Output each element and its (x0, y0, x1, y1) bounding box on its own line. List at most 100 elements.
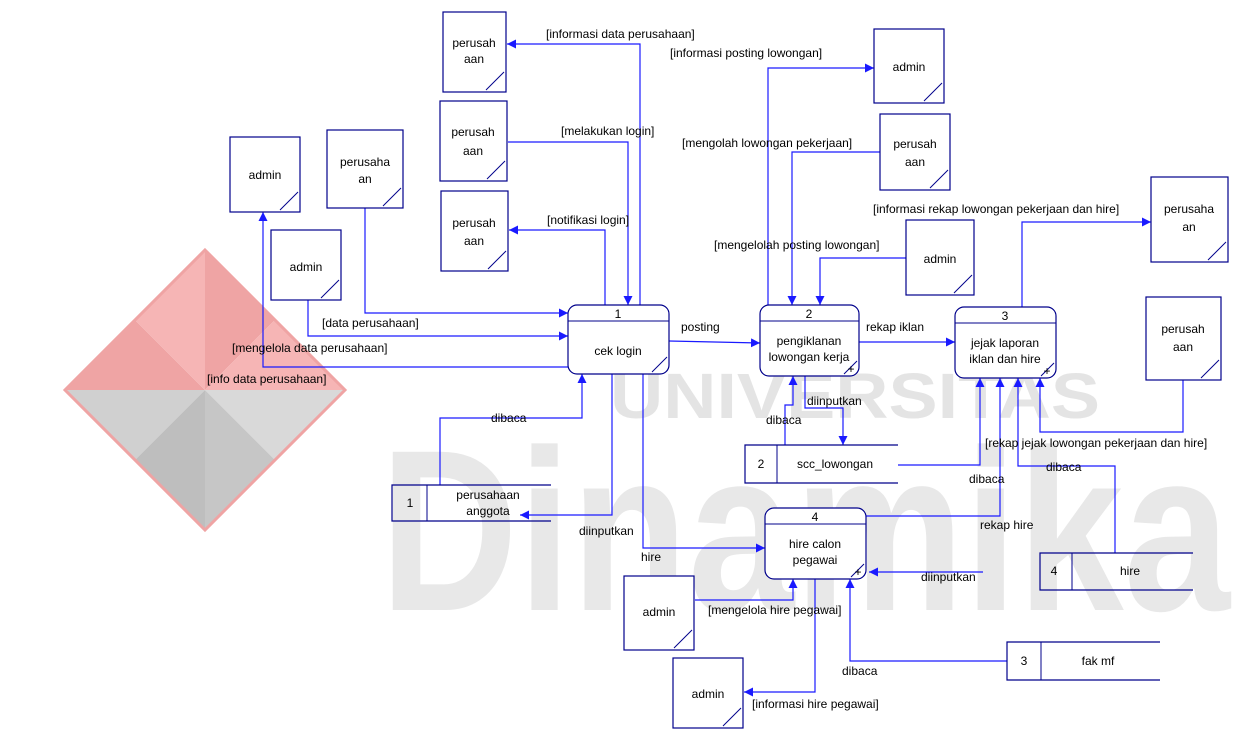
flow-mengolah-lowongan-pekerjaan (787, 151, 880, 305)
process-label: pegawai (793, 553, 838, 567)
flow-dibaca-d1 (439, 374, 587, 485)
data-stores: 1 perusahaan anggota 2 scc_lowongan 4 hi… (391, 444, 1193, 681)
entity-label: perusah (452, 216, 495, 230)
plus-icon: + (854, 565, 861, 579)
datastore-hire: 4 hire (1039, 552, 1193, 591)
flow-lines (258, 39, 1184, 697)
flow-label: [notifikasi login] (547, 213, 629, 227)
flow-diinputkan-d1 (520, 374, 613, 520)
entity-label: admin (249, 168, 282, 182)
flow-label: [informasi hire pegawai] (752, 697, 879, 711)
datastore-number: 1 (407, 496, 414, 510)
plus-icon: + (1043, 364, 1050, 378)
flow-info-data-perusahaan (258, 212, 568, 368)
flow-label: dibaca (1046, 460, 1082, 474)
datastore-label: perusahaan (456, 488, 519, 502)
flow-data-perusahaan (364, 208, 568, 318)
entity-label: perusaha (1164, 202, 1214, 216)
flow-informasi-posting-lowongan (767, 63, 874, 305)
entity-label: aan (905, 155, 925, 169)
process-cek-login: 1 cek login (567, 304, 670, 375)
flow-label: dibaca (969, 472, 1005, 486)
entity-admin: admin (905, 219, 975, 296)
entity-label: aan (464, 52, 484, 66)
datastore-label: scc_lowongan (797, 457, 873, 471)
entity-perusahaan: perusaha an (1150, 176, 1229, 263)
entity-label: admin (692, 687, 725, 701)
processes: 1 cek login 2 pengiklanan lowongan kerja… (567, 304, 1057, 580)
process-number: 1 (615, 307, 622, 321)
plus-icon: + (847, 362, 854, 376)
flow-rekap-hire (866, 378, 1005, 517)
flow-hire (642, 374, 765, 553)
entity-label: perusaha (340, 155, 390, 169)
flow-dibaca-scc (898, 378, 985, 466)
entity-label: perusah (893, 137, 936, 151)
flow-label: [melakukan login] (561, 124, 654, 138)
flow-label: rekap hire (980, 518, 1034, 532)
entity-perusahaan: perusah aan (440, 190, 509, 272)
datastore-fak-mf: 3 fak mf (1006, 641, 1160, 681)
entity-admin: admin (229, 136, 301, 213)
flow-label: [mengelolah posting lowongan] (714, 238, 879, 252)
entity-perusahaan: perusah aan (442, 11, 507, 93)
process-label: iklan dan hire (969, 352, 1041, 366)
flow-label: [mengolah lowongan pekerjaan] (682, 136, 852, 150)
process-label: lowongan kerja (769, 350, 850, 364)
flow-labels: [informasi data perusahaan] [melakukan l… (207, 27, 1207, 711)
process-number: 3 (1002, 309, 1009, 323)
flow-informasi-hire-pegawai (744, 579, 816, 697)
flow-label: rekap iklan (866, 320, 924, 334)
flow-label: [informasi posting lowongan] (670, 46, 822, 60)
datastore-perusahaan-anggota: 1 perusahaan anggota (391, 484, 551, 522)
entity-label: an (1182, 220, 1195, 234)
entity-perusahaan: perusah aan (1145, 296, 1222, 381)
entity-label: aan (464, 234, 484, 248)
entity-label: admin (893, 60, 926, 74)
flow-label: diinputkan (921, 570, 976, 584)
datastore-number: 4 (1051, 564, 1058, 578)
flow-label: dibaca (766, 413, 802, 427)
datastore-number: 2 (758, 457, 765, 471)
process-pengiklanan-lowongan: 2 pengiklanan lowongan kerja + (759, 304, 860, 377)
entity-label: admin (290, 260, 323, 274)
process-label: hire calon (789, 537, 841, 551)
process-number: 4 (812, 510, 819, 524)
entity-label: aan (1173, 340, 1193, 354)
entity-admin: admin (672, 657, 744, 729)
entity-label: an (358, 172, 371, 186)
datastore-label: fak mf (1082, 654, 1115, 668)
datastore-label: anggota (466, 504, 510, 518)
entity-admin: admin (270, 229, 342, 301)
entity-admin: admin (873, 28, 945, 104)
process-label: cek login (594, 344, 641, 358)
flow-label: [info data perusahaan] (207, 372, 326, 386)
flow-dibaca-d2 (784, 376, 798, 445)
flow-posting (668, 338, 761, 348)
flow-informasi-rekap (1021, 217, 1151, 307)
entity-label: admin (643, 605, 676, 619)
flow-label: [informasi data perusahaan] (546, 27, 695, 41)
flow-label: [mengelola data perusahaan] (232, 341, 387, 355)
entity-perusahaan: perusaha an (326, 129, 404, 209)
entity-label: aan (463, 144, 483, 158)
flow-label: [informasi rekap lowongan pekerjaan dan … (873, 202, 1119, 216)
watermark-logo-icon (62, 247, 348, 533)
entity-label: perusah (452, 36, 495, 50)
entity-perusahaan: perusah aan (879, 113, 951, 191)
flow-mengelola-data-perusahaan (307, 300, 568, 341)
external-entities: perusah aan perusah aan perusah aan admi… (229, 11, 1229, 729)
flow-rekap-jejak (1035, 378, 1184, 433)
flow-label: [data perusahaan] (322, 316, 419, 330)
entity-label: perusah (451, 125, 494, 139)
flow-notifikasi-login (509, 225, 606, 305)
process-number: 2 (806, 307, 813, 321)
flow-label: diinputkan (579, 524, 634, 538)
entity-label: admin (924, 252, 957, 266)
datastore-label: hire (1120, 564, 1140, 578)
datastore-number: 3 (1021, 654, 1028, 668)
flow-label: [mengelola hire pegawai] (708, 603, 841, 617)
flow-label: dibaca (842, 664, 878, 678)
flow-label: diinputkan (807, 394, 862, 408)
